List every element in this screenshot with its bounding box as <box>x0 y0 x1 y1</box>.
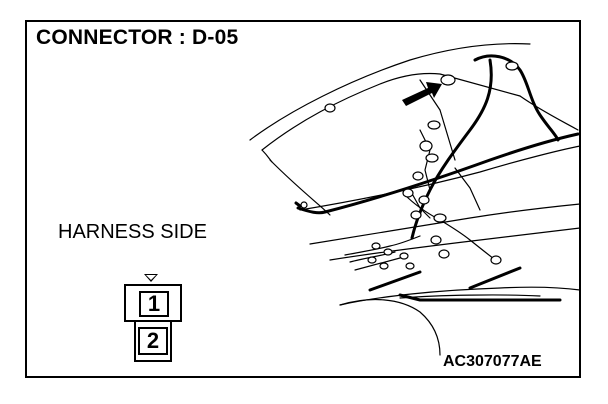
car-roof-right-edge <box>519 95 579 131</box>
harness-top-loop <box>473 54 560 142</box>
fender-curve <box>339 298 441 356</box>
body-lower-line <box>339 286 581 306</box>
harness-side-label: HARNESS SIDE <box>58 221 207 243</box>
location-arrow-icon <box>402 82 442 106</box>
pin-1: 1 <box>139 291 169 317</box>
car-roof-outline <box>249 43 531 141</box>
connector-title: CONNECTOR : D-05 <box>36 26 239 49</box>
figure-code: AC307077AE <box>443 353 542 370</box>
latch-indicator-icon <box>144 274 158 282</box>
pin-2: 2 <box>138 327 168 355</box>
connector-d05 <box>440 74 456 86</box>
dashboard-line <box>299 145 581 211</box>
diagram-frame <box>25 20 581 378</box>
connector-housing-bottom: 2 <box>134 320 172 362</box>
harness-lower-run <box>398 293 562 302</box>
cowl-line <box>309 203 581 245</box>
harness-right-branch <box>468 266 522 290</box>
door-line <box>399 294 541 299</box>
connector-pin-diagram: 1 2 <box>124 274 182 366</box>
car-windshield-frame <box>261 72 521 151</box>
hood-line <box>329 227 581 261</box>
harness-branch-left <box>294 201 302 208</box>
main-harness-wire <box>296 132 580 215</box>
harness-left-branch <box>368 270 422 292</box>
